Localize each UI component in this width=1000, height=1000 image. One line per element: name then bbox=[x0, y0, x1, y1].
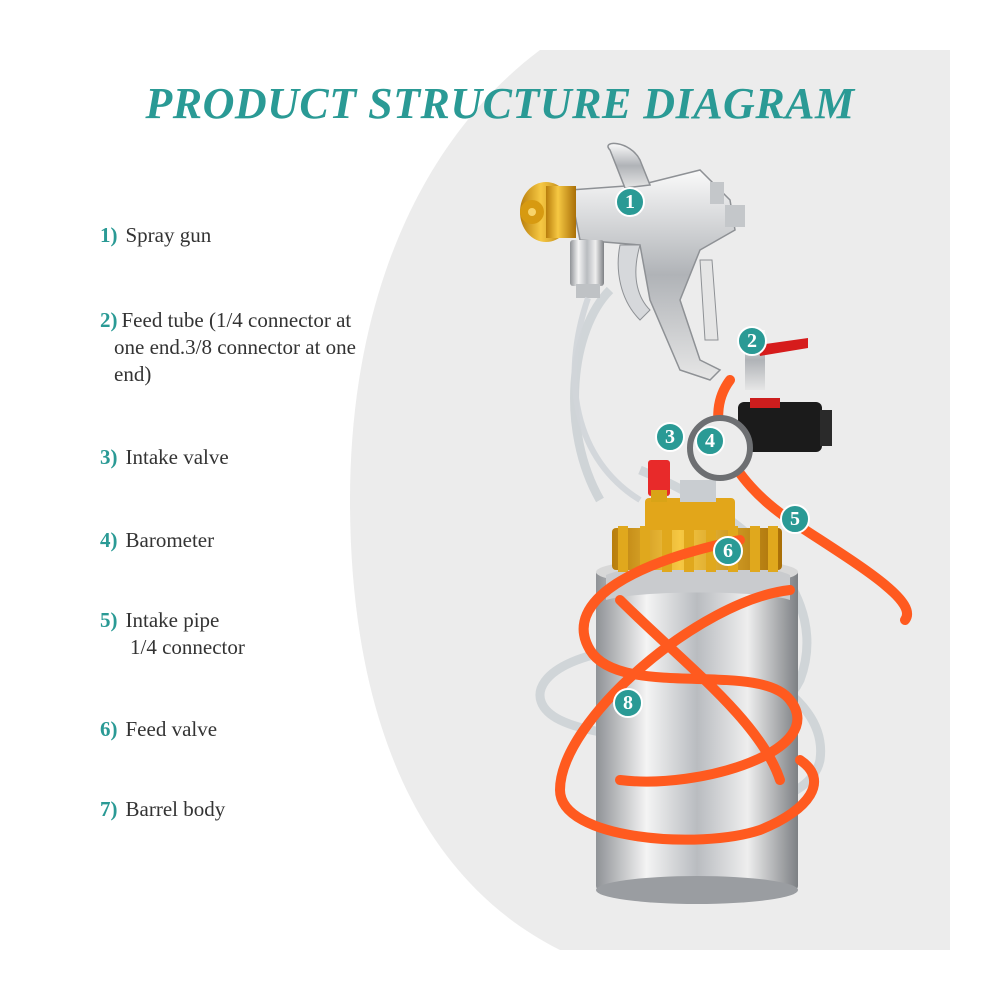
svg-text:8: 8 bbox=[623, 692, 633, 714]
legend-label: Barometer bbox=[125, 528, 215, 552]
feed-tube bbox=[571, 297, 642, 503]
legend-number: 1) bbox=[100, 223, 118, 247]
legend-label-line3: end) bbox=[114, 362, 152, 386]
legend-label: Intake pipe bbox=[125, 608, 220, 632]
legend-label: Feed valve bbox=[125, 717, 218, 741]
legend-label: Intake valve bbox=[125, 445, 229, 469]
marker-3: 3 bbox=[655, 422, 685, 452]
svg-text:1: 1 bbox=[625, 191, 635, 213]
marker-4: 4 bbox=[695, 426, 725, 456]
legend-label: Spray gun bbox=[125, 223, 212, 247]
marker-6: 6 bbox=[713, 536, 743, 566]
svg-text:3: 3 bbox=[665, 426, 675, 448]
legend-item-barometer: 4) Barometer bbox=[100, 527, 214, 554]
legend-number: 3) bbox=[100, 445, 118, 469]
legend-item-feed-tube: 2)Feed tube (1/4 connector at one end.3/… bbox=[100, 307, 356, 388]
legend-number: 2) bbox=[100, 308, 118, 332]
svg-text:6: 6 bbox=[723, 540, 733, 562]
marker-8: 8 bbox=[613, 688, 643, 718]
legend-item-barrel-body: 7) Barrel body bbox=[100, 796, 225, 823]
legend-item-intake-pipe: 5) Intake pipe 1/4 connector bbox=[100, 607, 245, 661]
page-title: PRODUCT STRUCTURE DIAGRAM bbox=[145, 79, 855, 128]
legend-number: 6) bbox=[100, 717, 118, 741]
svg-text:2: 2 bbox=[747, 330, 757, 352]
legend-item-spray-gun: 1) Spray gun bbox=[100, 222, 211, 249]
legend-label-line2: one end.3/8 connector at one bbox=[114, 335, 356, 359]
legend-item-intake-valve: 3) Intake valve bbox=[100, 444, 229, 471]
intake-valve bbox=[648, 460, 670, 502]
marker-1: 1 bbox=[615, 187, 645, 217]
legend-label-line2: 1/4 connector bbox=[130, 635, 245, 659]
legend-number: 4) bbox=[100, 528, 118, 552]
marker-2: 2 bbox=[737, 326, 767, 356]
spray-gun bbox=[520, 142, 745, 381]
legend-number: 7) bbox=[100, 797, 118, 821]
legend-label: Barrel body bbox=[125, 797, 226, 821]
legend-number: 5) bbox=[100, 608, 118, 632]
legend-item-feed-valve: 6) Feed valve bbox=[100, 716, 217, 743]
svg-text:5: 5 bbox=[790, 508, 800, 530]
legend-label: Feed tube (1/4 connector at bbox=[121, 308, 352, 332]
marker-5: 5 bbox=[780, 504, 810, 534]
svg-text:4: 4 bbox=[705, 430, 715, 452]
pressure-regulator bbox=[687, 330, 832, 481]
